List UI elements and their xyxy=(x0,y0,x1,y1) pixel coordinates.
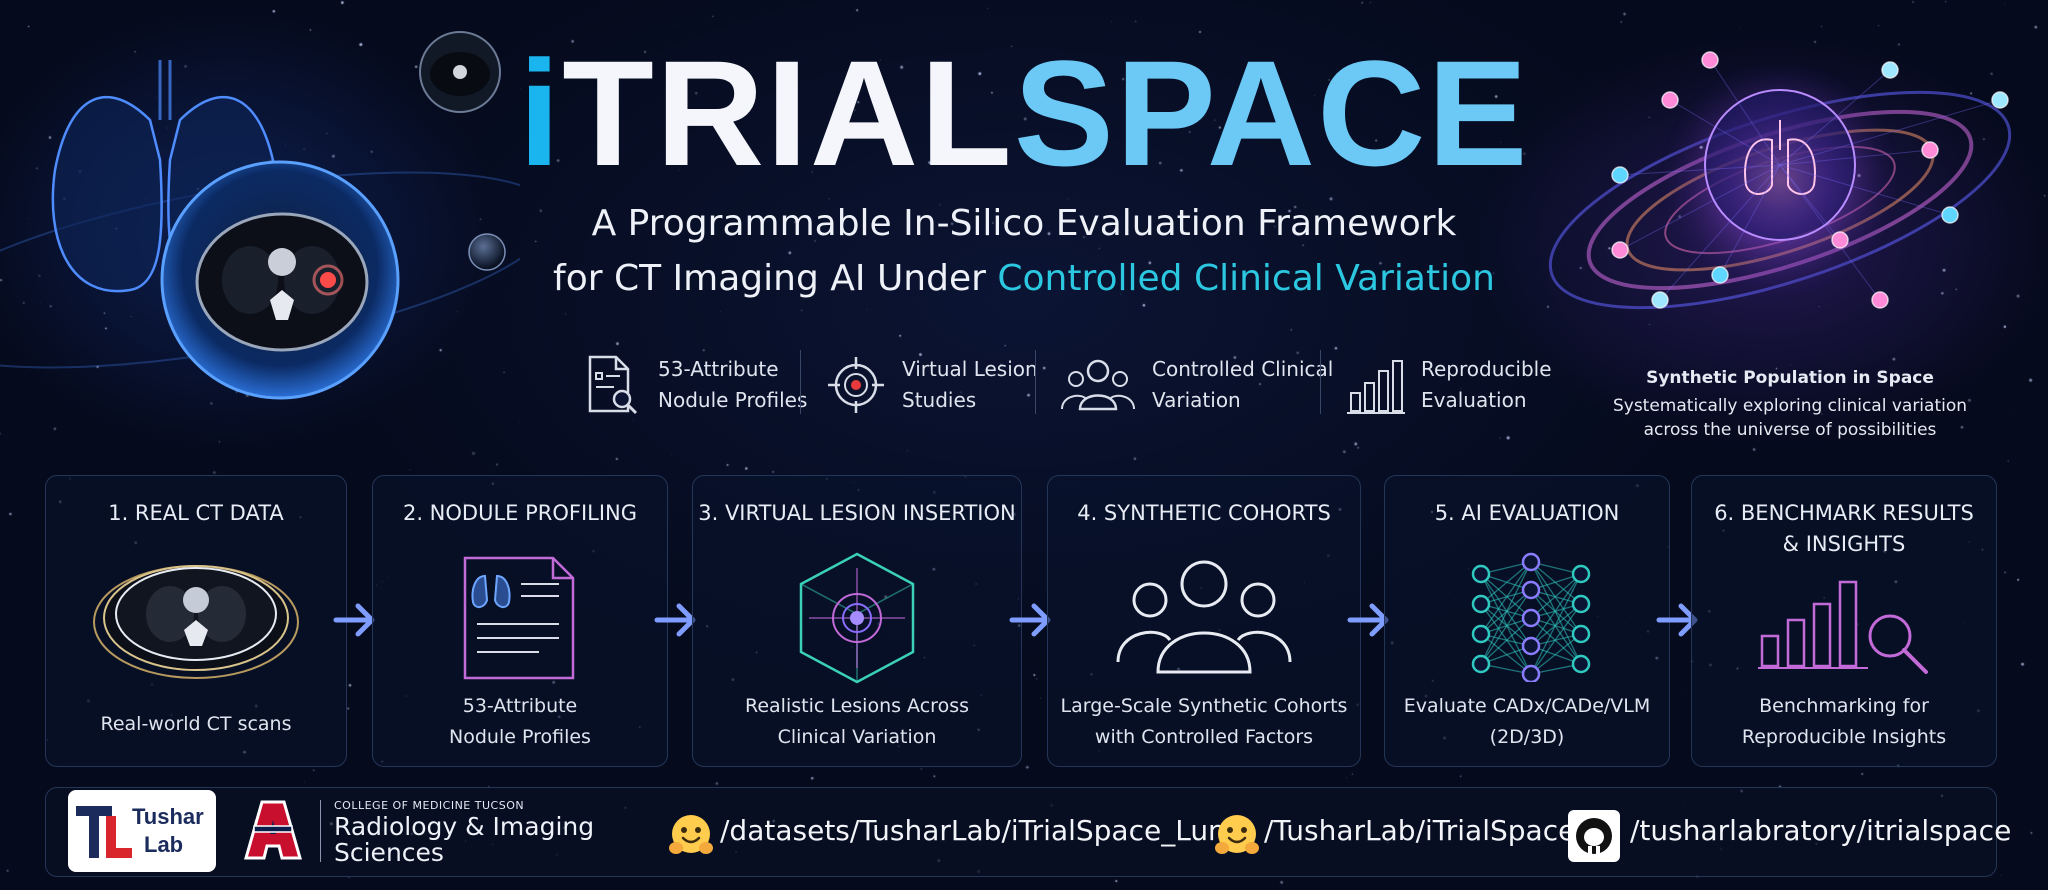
bar-chart-magnifier-icon xyxy=(1758,580,1928,674)
github-link[interactable]: /tusharlabratory/itrialspace xyxy=(1630,814,2012,847)
step-6-desc-line1: Benchmarking for xyxy=(1759,695,1929,717)
feature-4-line1: Reproducible xyxy=(1421,357,1552,381)
step-5-desc-line2: (2D/3D) xyxy=(1489,726,1565,748)
step-virtual-lesion-insertion: 3. VIRTUAL LESION INSERTION Realistic Le… xyxy=(692,475,1022,767)
subtitle-line2: for CT Imaging AI Under Controlled Clini… xyxy=(0,258,2048,299)
step-3-title: 3. VIRTUAL LESION INSERTION xyxy=(698,501,1016,525)
step-5-desc: Evaluate CADx/CADe/VLM (2D/3D) xyxy=(1385,691,1669,753)
step-6-title-line2: & INSIGHTS xyxy=(1782,532,1906,556)
feature-3-line2: Variation xyxy=(1152,388,1241,412)
galaxy-caption-line2: across the universe of possibilities xyxy=(1643,420,1937,440)
lab-name-line2: Lab xyxy=(144,832,184,857)
ct-scan-stack-icon xyxy=(93,565,299,679)
step-3-desc-line2: Clinical Variation xyxy=(777,726,937,748)
galaxy-caption-title: Synthetic Population in Space xyxy=(1646,368,1934,388)
step-2-title: 2. NODULE PROFILING xyxy=(402,501,638,525)
feature-2-line2: Studies xyxy=(902,388,977,412)
huggingface-link[interactable]: /TusharLab/iTrialSpace xyxy=(1264,814,1576,847)
step-4-desc-line1: Large-Scale Synthetic Cohorts xyxy=(1060,695,1348,717)
crosshair-target-icon xyxy=(828,357,884,413)
document-search-icon xyxy=(588,355,638,415)
title-i: i xyxy=(518,29,563,197)
people-group-icon xyxy=(1061,359,1135,411)
subtitle-highlight: Controlled Clinical Variation xyxy=(997,258,1495,299)
people-group-icon xyxy=(1116,560,1292,674)
dataset-link[interactable]: /datasets/TusharLab/iTrialSpace_Lung xyxy=(720,814,1244,847)
hugging-face-icon xyxy=(1215,815,1259,854)
step-6-title-line1: 6. BENCHMARK RESULTS xyxy=(1714,501,1974,525)
feature-3-line1: Controlled Clinical xyxy=(1152,357,1334,381)
neural-network-icon xyxy=(1471,552,1591,682)
university-logo-icon[interactable] xyxy=(242,798,304,862)
hugging-face-icon xyxy=(669,815,713,854)
step-2-desc-line2: Nodule Profiles xyxy=(449,726,591,748)
github-icon xyxy=(1576,818,1612,854)
college-label: COLLEGE OF MEDICINE TUCSON xyxy=(334,799,525,812)
department-line2: Sciences xyxy=(334,838,444,867)
step-5-desc-line1: Evaluate CADx/CADe/VLM xyxy=(1403,695,1651,717)
lesion-cube-icon xyxy=(799,552,915,684)
step-6-desc-line2: Reproducible Insights xyxy=(1741,726,1947,748)
feature-divider xyxy=(1035,350,1036,414)
galaxy-caption-text: Systematically exploring clinical variat… xyxy=(1600,394,1980,442)
feature-1-line2: Nodule Profiles xyxy=(658,388,808,412)
feature-divider xyxy=(1320,350,1321,414)
subtitle-line2-prefix: for CT Imaging AI Under xyxy=(553,258,998,299)
step-1-title: 1. REAL CT DATA xyxy=(108,501,284,525)
tl-monogram-icon xyxy=(76,806,132,858)
title-space: SPACE xyxy=(1013,29,1530,197)
logo-divider xyxy=(320,800,321,862)
step-ai-evaluation: 5. AI EVALUATION Evaluate CADx/CADe/VLM (… xyxy=(1384,475,1670,767)
step-4-desc-line2: with Controlled Factors xyxy=(1094,726,1314,748)
feature-2-line1: Virtual Lesion xyxy=(902,357,1038,381)
step-4-title: 4. SYNTHETIC COHORTS xyxy=(1077,501,1331,525)
step-5-title: 5. AI EVALUATION xyxy=(1434,501,1620,525)
lung-ct-illustration xyxy=(0,31,520,400)
title-trial: TRIAL xyxy=(562,29,1014,197)
feature-4-line2: Evaluation xyxy=(1421,388,1527,412)
step-6-title: 6. BENCHMARK RESULTS & INSIGHTS xyxy=(1692,498,1996,560)
feature-divider xyxy=(800,350,801,414)
synthetic-population-galaxy-icon xyxy=(1548,51,2012,310)
lab-name-line1: Tushar xyxy=(132,804,204,829)
footer-bar xyxy=(45,787,1997,877)
department-line1: Radiology & Imaging xyxy=(334,812,595,841)
step-2-desc-line1: 53-Attribute xyxy=(462,695,578,717)
step-4-desc: Large-Scale Synthetic Cohorts with Contro… xyxy=(1048,691,1360,753)
github-logo xyxy=(1568,810,1620,862)
tushar-lab-logo[interactable]: Tushar Lab xyxy=(68,790,216,872)
galaxy-caption-line1: Systematically exploring clinical variat… xyxy=(1612,396,1968,416)
step-real-ct-data: 1. REAL CT DATA Real-world CT scans xyxy=(45,475,347,767)
lung-document-icon xyxy=(463,556,575,680)
step-synthetic-cohorts: 4. SYNTHETIC COHORTS Large-Scale Synthet… xyxy=(1047,475,1361,767)
step-1-desc: Real-world CT scans xyxy=(100,713,292,735)
app-title: iTRIALSPACE xyxy=(0,38,2048,188)
feature-1-line1: 53-Attribute xyxy=(658,357,779,381)
bar-chart-icon xyxy=(1347,360,1405,414)
subtitle-line1: A Programmable In-Silico Evaluation Fram… xyxy=(591,203,1457,244)
step-benchmark-results: 6. BENCHMARK RESULTS & INSIGHTS Benchmark… xyxy=(1691,475,1997,767)
step-3-desc-line1: Realistic Lesions Across xyxy=(744,695,969,717)
